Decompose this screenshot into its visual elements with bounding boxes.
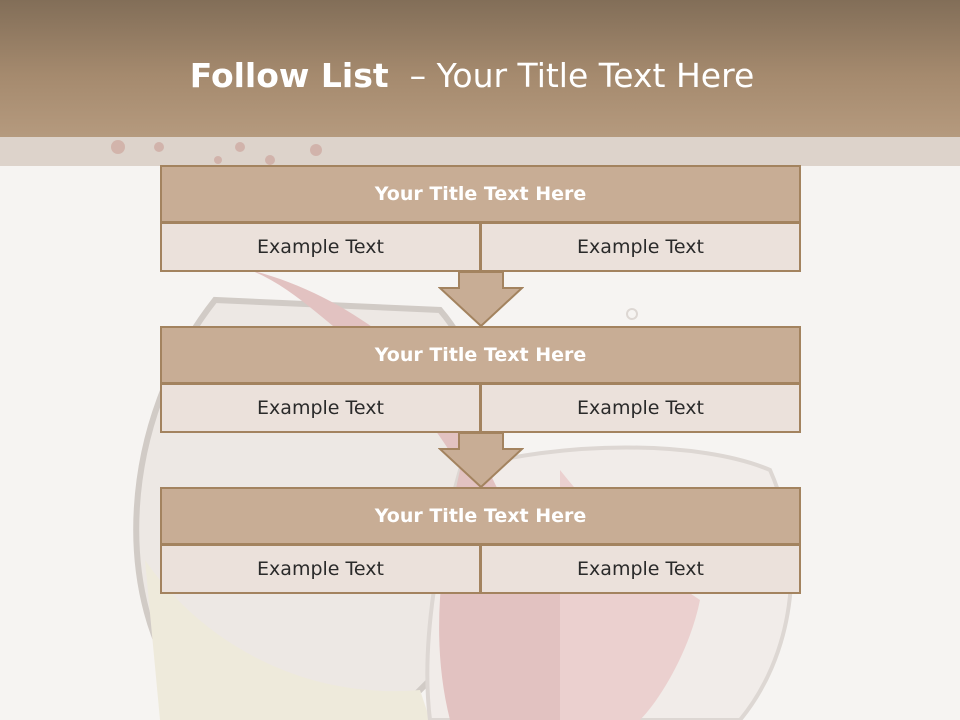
block-right-text: Example Text bbox=[480, 222, 801, 272]
block-right-text: Example Text bbox=[480, 544, 801, 594]
header-bar bbox=[0, 0, 960, 137]
list-block-3: Your Title Text Here Example Text Exampl… bbox=[160, 487, 801, 594]
block-left-text: Example Text bbox=[160, 383, 481, 433]
slide-title: Follow List – Your Title Text Here bbox=[0, 54, 944, 98]
slide-title-main: Follow List bbox=[189, 56, 389, 95]
block-left-text: Example Text bbox=[160, 544, 481, 594]
block-right-text: Example Text bbox=[480, 383, 801, 433]
slide-title-rest: – Your Title Text Here bbox=[388, 56, 755, 95]
down-arrow-icon bbox=[438, 432, 524, 489]
block-left-text: Example Text bbox=[160, 222, 481, 272]
down-arrow-icon bbox=[438, 271, 524, 328]
block-title: Your Title Text Here bbox=[160, 326, 801, 384]
block-title: Your Title Text Here bbox=[160, 487, 801, 545]
list-block-2: Your Title Text Here Example Text Exampl… bbox=[160, 326, 801, 433]
block-title: Your Title Text Here bbox=[160, 165, 801, 223]
list-block-1: Your Title Text Here Example Text Exampl… bbox=[160, 165, 801, 272]
